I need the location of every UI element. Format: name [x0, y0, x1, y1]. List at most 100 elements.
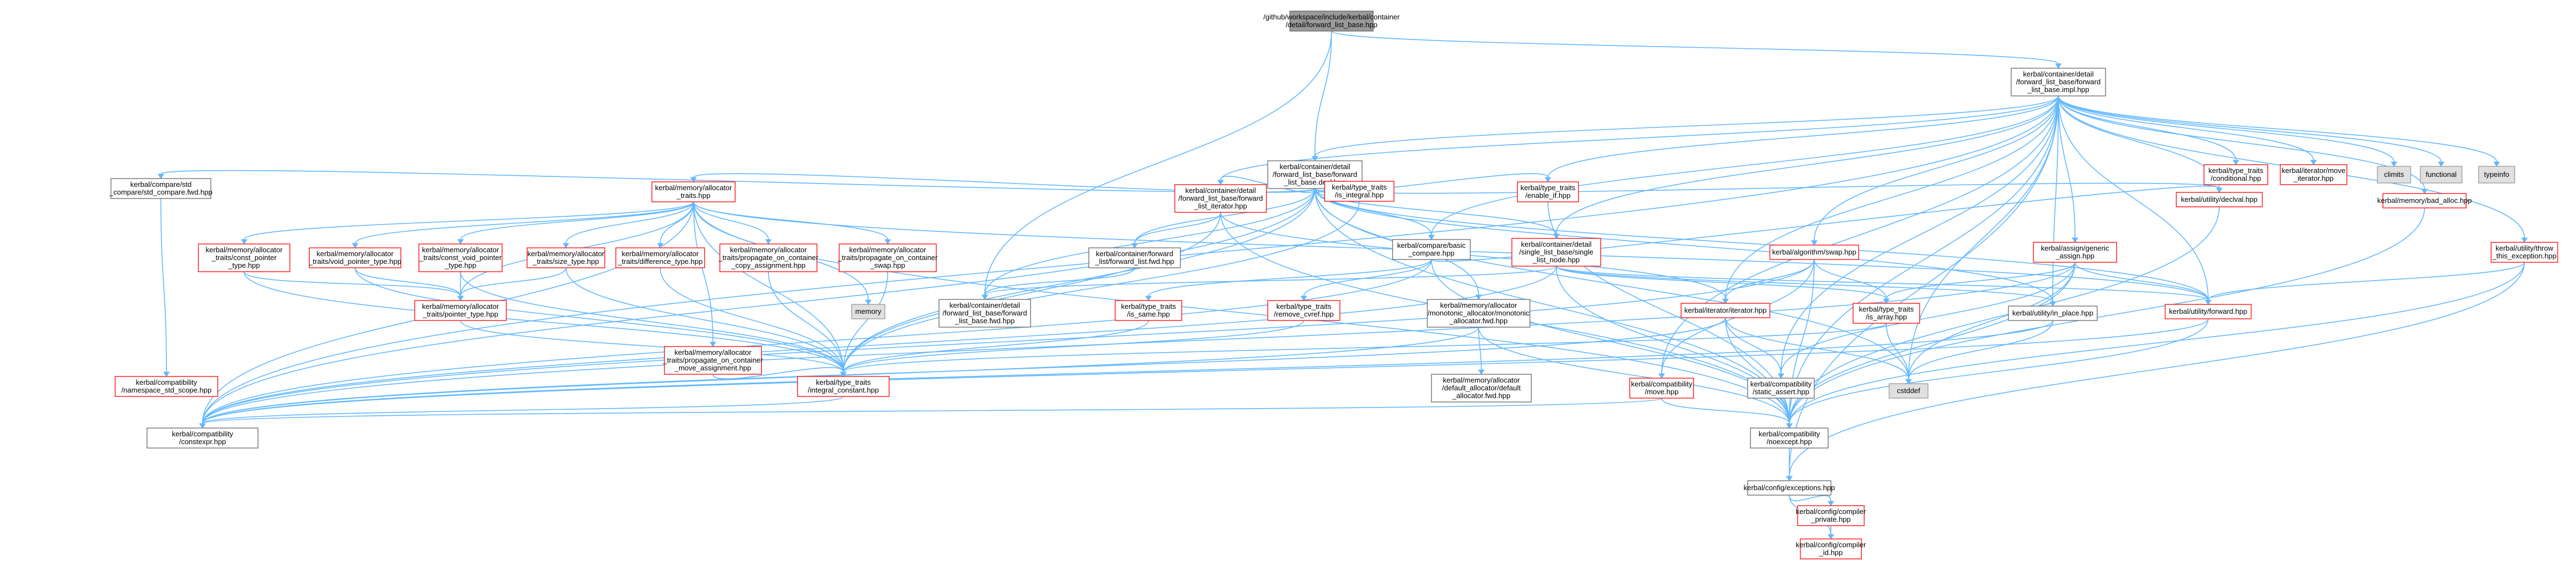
- node-label-line: _list_node.hpp: [1532, 256, 1580, 264]
- node-cond[interactable]: kerbal/type_traits/conditional.hpp: [2203, 164, 2269, 185]
- dependency-edge: [1780, 95, 2059, 374]
- node-box: [2377, 166, 2411, 184]
- node-remove-cvref[interactable]: kerbal/type_traits/remove_cvref.hpp: [1267, 300, 1340, 321]
- edge-arrowhead: [352, 243, 358, 248]
- dependency-edge: [202, 320, 2053, 424]
- node-label-line: /namespace_std_scope.hpp: [122, 386, 212, 394]
- node-box: [938, 299, 1031, 328]
- node-default-alloc[interactable]: kerbal/memory/allocator/default_allocato…: [1431, 374, 1532, 403]
- dependency-edge: [160, 198, 167, 373]
- node-prop-swap[interactable]: kerbal/memory/allocator_traits/propagate…: [837, 243, 938, 272]
- node-forward[interactable]: kerbal/utility/forward.hpp: [2164, 304, 2252, 319]
- node-is-array[interactable]: kerbal/type_traits/is_array.hpp: [1853, 303, 1920, 324]
- node-label-line: kerbal/type_traits: [1332, 183, 1387, 191]
- node-size-type[interactable]: kerbal/memory/allocator_traits/size_type…: [527, 247, 605, 268]
- node-iterator[interactable]: kerbal/iterator/iterator.hpp: [1681, 303, 1770, 318]
- dependency-edge: [1303, 259, 1432, 297]
- node-throw-this[interactable]: kerbal/utility/throw_this_exception.hpp: [2491, 242, 2558, 263]
- node-noexcept[interactable]: kerbal/compatibility/noexcept.hpp: [1750, 427, 1829, 449]
- node-move-iter[interactable]: kerbal/iterator/move_iterator.hpp: [2280, 164, 2347, 185]
- dependency-edge: [202, 317, 1726, 424]
- node-label-line: kerbal/utility/declval.hpp: [2181, 195, 2258, 203]
- node-prop-copy[interactable]: kerbal/memory/allocator_traits/propagate…: [718, 243, 819, 272]
- edge-arrowhead: [1828, 501, 1834, 506]
- node-box: [838, 243, 937, 272]
- edge-arrowhead: [1778, 373, 1784, 379]
- node-box: [308, 247, 402, 268]
- node-label-line: kerbal/iterator/move: [2282, 166, 2346, 175]
- node-declval[interactable]: kerbal/utility/declval.hpp: [2175, 192, 2263, 207]
- dependency-edge: [2208, 262, 2525, 301]
- node-const-void-ptr[interactable]: kerbal/memory/allocator_traits/const_voi…: [418, 243, 503, 272]
- node-swap[interactable]: kerbal/algorithm/swap.hpp: [1769, 245, 1859, 260]
- dependency-edge: [1886, 262, 2076, 299]
- edge-arrowhead: [2205, 299, 2211, 305]
- node-box: [797, 376, 890, 397]
- dependency-edge: [768, 271, 844, 373]
- node-is-integral[interactable]: kerbal/type_traits/is_integral.hpp: [1324, 181, 1395, 202]
- node-in-place[interactable]: kerbal/utility/in_place.hpp: [2008, 306, 2098, 321]
- node-sl-base[interactable]: kerbal/container/detail/single_list_base…: [1511, 238, 1601, 267]
- edge-arrowhead: [1428, 235, 1435, 240]
- node-root[interactable]: /github/workspace/include/kerbal/contain…: [1263, 11, 1400, 32]
- dependency-edge: [1314, 95, 2059, 157]
- node-monotonic[interactable]: kerbal/memory/allocator/monotonic_alloca…: [1426, 299, 1531, 328]
- node-label-line: kerbal/container/detail: [2023, 70, 2093, 78]
- node-const-ptr[interactable]: kerbal/memory/allocator_traits/const_poi…: [198, 243, 291, 272]
- node-compiler-id[interactable]: kerbal/config/compiler_id.hpp: [1796, 538, 1866, 559]
- edge-arrowhead: [241, 239, 247, 245]
- node-compat-move[interactable]: kerbal/compatibility/move.hpp: [1629, 378, 1694, 399]
- dependency-edge: [1789, 495, 1831, 502]
- dependency-edge: [460, 201, 694, 240]
- node-fl-base-fwd[interactable]: kerbal/container/detail/forward_list_bas…: [938, 299, 1031, 328]
- dependency-edge: [565, 267, 844, 373]
- node-box: [2164, 304, 2252, 319]
- node-enable-if[interactable]: kerbal/type_traits/enable_if.hpp: [1517, 181, 1579, 202]
- node-label-line: kerbal/container/detail: [1185, 186, 1256, 195]
- edge-arrowhead: [765, 239, 772, 245]
- node-diff-type[interactable]: kerbal/memory/allocator_traits/differenc…: [615, 247, 705, 268]
- node-impl[interactable]: kerbal/container/detail/forward_list_bas…: [2011, 68, 2106, 96]
- node-void-ptr[interactable]: kerbal/memory/allocator_traits/void_poin…: [308, 247, 402, 268]
- node-basic-compare[interactable]: kerbal/compare/basic_compare.hpp: [1392, 239, 1471, 260]
- node-is-same[interactable]: kerbal/type_traits/is_same.hpp: [1115, 300, 1182, 321]
- node-label-line: _list/forward_list.fwd.hpp: [1095, 257, 1174, 266]
- edge-arrowhead: [1145, 296, 1152, 301]
- node-label-line: kerbal/memory/allocator: [1440, 301, 1517, 309]
- node-label-line: /github/workspace/include/kerbal/contain…: [1263, 13, 1400, 21]
- node-compiler-private[interactable]: kerbal/config/compiler_private.hpp: [1796, 505, 1866, 526]
- node-fl-iterator[interactable]: kerbal/container/detail/forward_list_bas…: [1174, 184, 1267, 213]
- node-assign-generic[interactable]: kerbal/assign/generic_assign.hpp: [2033, 242, 2117, 263]
- node-prop-move[interactable]: kerbal/memory/allocator_traits/propagate…: [662, 346, 763, 375]
- edge-arrowhead: [563, 243, 569, 248]
- node-exceptions[interactable]: kerbal/config/exceptions.hpp: [1744, 480, 1835, 496]
- node-integral-const[interactable]: kerbal/type_traits/integral_constant.hpp: [797, 376, 890, 397]
- node-label-line: _traits/const_void_pointer: [419, 253, 502, 262]
- node-fl-fwd[interactable]: kerbal/container/forward_list/forward_li…: [1088, 247, 1181, 268]
- node-constexpr[interactable]: kerbal/compatibility/constexpr.hpp: [146, 427, 259, 449]
- node-label-line: _type.hpp: [444, 261, 476, 269]
- dependency-edge: [984, 267, 1135, 296]
- node-ns-std-scope[interactable]: kerbal/compatibility/namespace_std_scope…: [114, 376, 219, 397]
- node-label-line: typeinfo: [2484, 170, 2509, 179]
- dependency-edge: [1789, 318, 2209, 424]
- node-label-line: kerbal/type_traits: [1521, 184, 1576, 192]
- node-box: [1289, 11, 1374, 32]
- edge-arrowhead: [1828, 534, 1834, 539]
- node-bad-alloc[interactable]: kerbal/memory/bad_alloc.hpp: [2377, 193, 2472, 208]
- node-label-line: kerbal/algorithm/swap.hpp: [1772, 248, 1856, 256]
- dependency-edge: [843, 212, 1221, 373]
- node-label-line: kerbal/container/detail: [1279, 162, 1350, 171]
- dependency-edge: [460, 267, 566, 297]
- node-static-assert[interactable]: kerbal/compatibility/static_assert.hpp: [1747, 378, 1815, 399]
- node-label-line: kerbal/memory/allocator: [675, 348, 752, 357]
- node-label-line: /monotonic_allocator/monotonic: [1428, 309, 1530, 317]
- dependency-edge: [2058, 95, 2442, 162]
- dependency-edge: [1134, 188, 1315, 244]
- node-label-line: _move_assignment.hpp: [674, 364, 751, 372]
- dependency-edge: [1314, 30, 1332, 157]
- node-box: [414, 300, 507, 321]
- node-pointer-type[interactable]: kerbal/memory/allocator_traits/pointer_t…: [414, 300, 507, 321]
- node-std-compare[interactable]: kerbal/compare/std_compare/std_compare.f…: [109, 178, 212, 199]
- node-alloc-traits[interactable]: kerbal/memory/allocator_traits.hpp: [651, 181, 736, 202]
